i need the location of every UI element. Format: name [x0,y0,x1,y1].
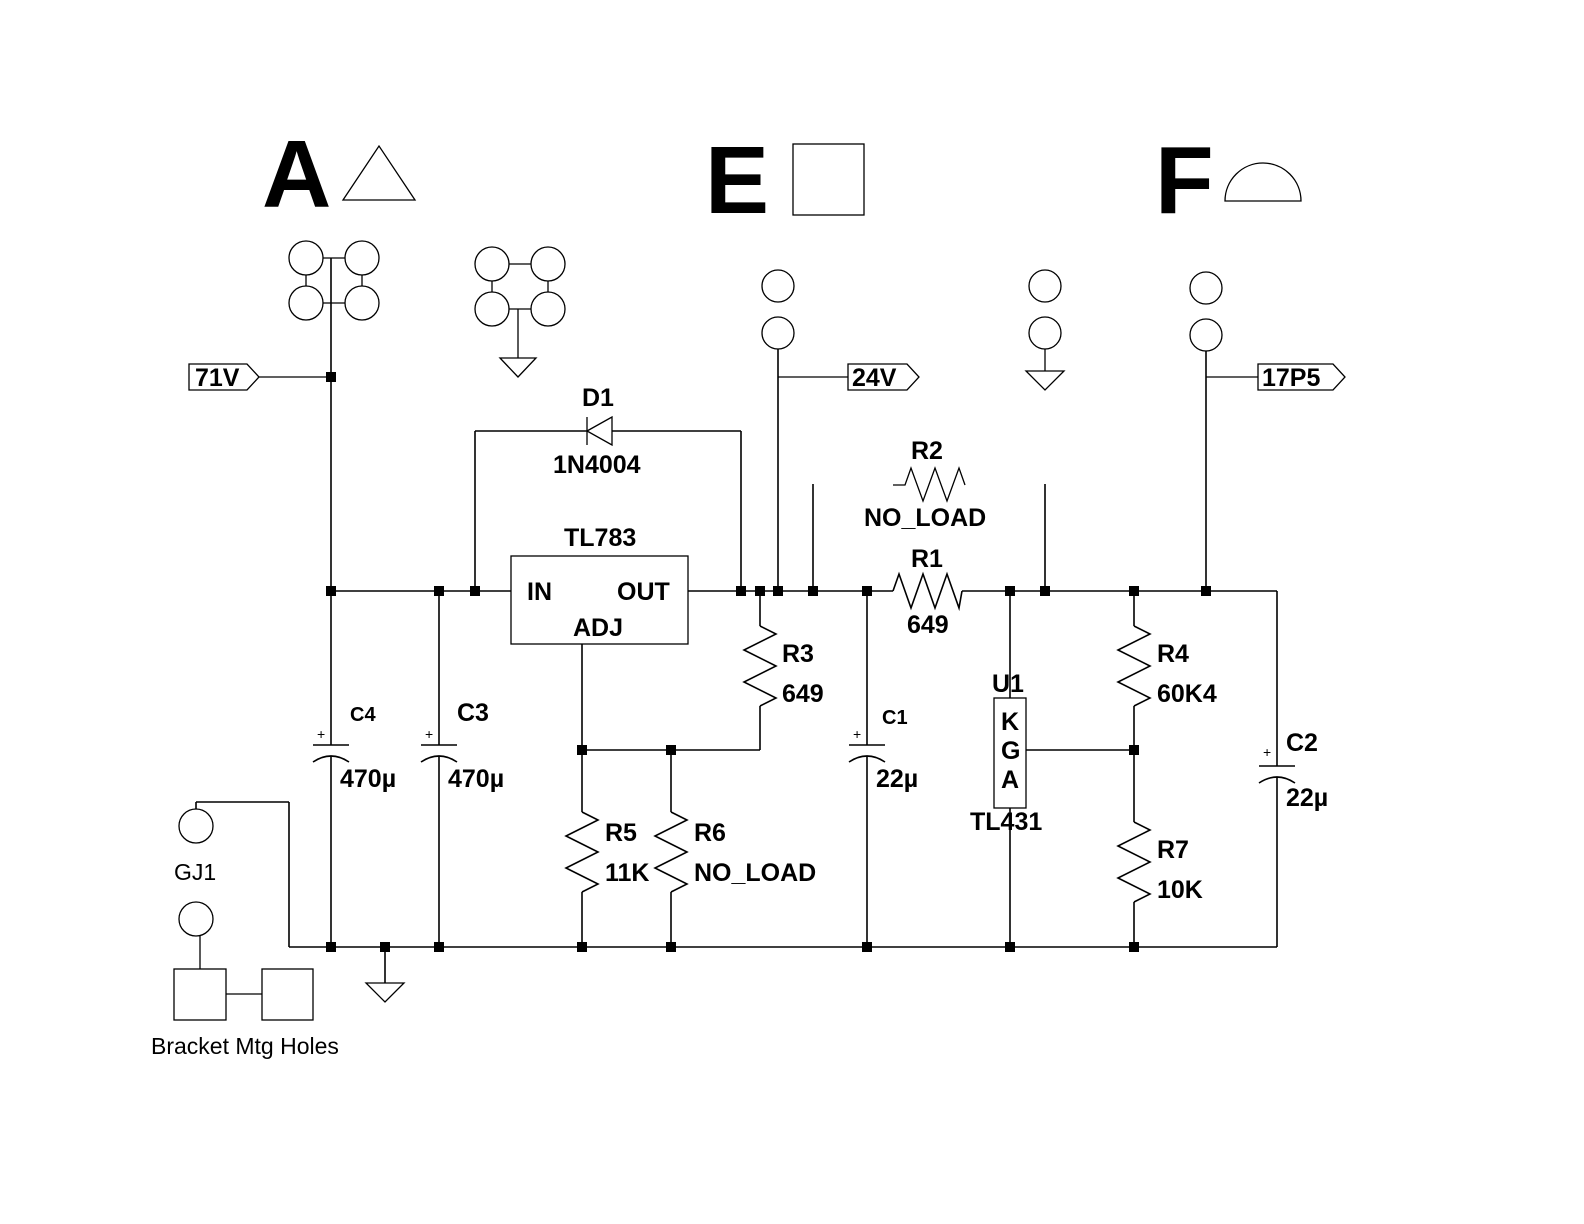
net-label-17p5: 17P5 [1206,364,1345,392]
r3-value: 649 [782,680,824,708]
resistor-r3-icon [744,626,776,706]
header-letter-e: E [705,127,769,234]
u1-pin-a: A [1001,766,1019,794]
net-label-24v-text: 24V [852,364,897,392]
square-marker-icon [793,144,864,215]
connector-gnd2-icon [1026,270,1064,390]
c1-value: 22µ [876,765,918,793]
r1-value: 649 [907,611,949,639]
resistor-r4-icon [1118,626,1150,706]
bracket-mounting-holes-icon [174,969,313,1020]
c4-value: 470µ [340,765,396,793]
resistor-r2-icon [893,468,965,501]
r5-value: 11K [605,859,649,887]
d1-value: 1N4004 [553,451,641,479]
r7-ref: R7 [1157,836,1189,864]
r3-ref: R3 [782,640,814,668]
r6-ref: R6 [694,819,726,847]
resistor-r6-icon [655,812,687,892]
u1-pin-k: K [1001,708,1019,736]
c1-plus: + [853,726,861,742]
r1-ref: R1 [911,545,943,573]
regulator-pin-adj: ADJ [573,614,623,642]
r4-ref: R4 [1157,640,1189,668]
net-label-71v: 71V [189,364,331,392]
resistor-r7-icon [1118,822,1150,902]
gj1-jumper-icon [179,802,289,969]
r2-value: NO_LOAD [864,504,986,532]
c4-plus: + [317,726,325,742]
c3-ref: C3 [457,699,489,727]
connector-24v-icon [762,270,794,591]
net-label-17p5-text: 17P5 [1262,364,1320,392]
r4-value: 60K4 [1157,680,1217,708]
c3-plus: + [425,726,433,742]
r5-ref: R5 [605,819,637,847]
c4-ref: C4 [350,704,376,726]
bracket-label: Bracket Mtg Holes [151,1033,339,1059]
triangle-marker-icon [343,146,415,200]
header-letter-a: A [262,121,331,228]
d1-ref: D1 [582,384,614,412]
r2-ref: R2 [911,437,943,465]
net-label-24v: 24V [778,364,919,392]
r6-value: NO_LOAD [694,859,816,887]
c2-plus: + [1263,744,1271,760]
regulator-value: TL783 [564,524,636,552]
regulator-pin-in: IN [527,578,552,606]
u1-pin-g: G [1001,737,1020,765]
c2-ref: C2 [1286,729,1318,757]
u1-value: TL431 [970,808,1042,836]
net-label-71v-text: 71V [195,364,240,392]
c2-value: 22µ [1286,784,1328,812]
half-circle-marker-icon [1225,163,1301,201]
c1-ref: C1 [882,707,908,729]
connector-ground-icon [475,247,565,377]
u1-ref: U1 [992,670,1024,698]
resistor-r5-icon [566,812,598,892]
gj1-ref: GJ1 [174,859,216,885]
connector-71v-icon [289,241,379,591]
header-letter-f: F [1155,127,1214,234]
r7-value: 10K [1157,876,1203,904]
ground-symbol-icon [366,983,404,1002]
regulator-pin-out: OUT [617,578,670,606]
connector-17p5-icon [1190,272,1222,591]
c3-value: 470µ [448,765,504,793]
resistor-r1-icon [893,574,962,608]
